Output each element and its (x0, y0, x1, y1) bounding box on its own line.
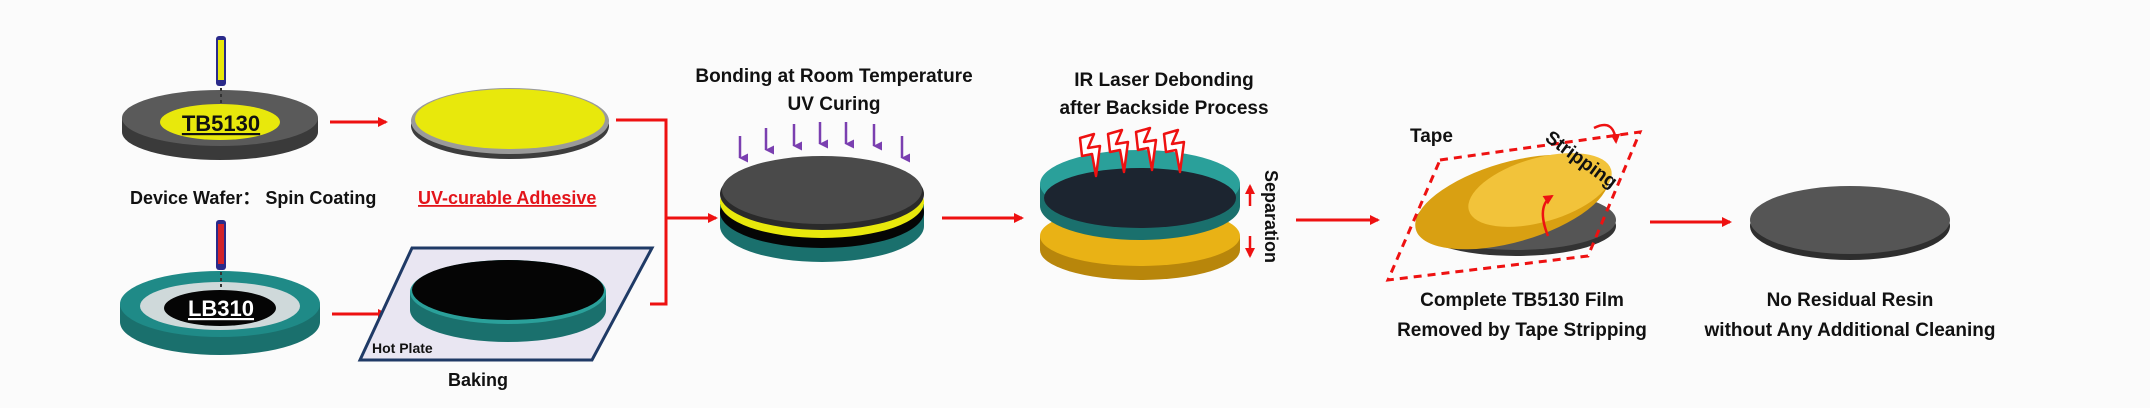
tape-outline (1385, 130, 1643, 282)
uv-adhesive-caption: UV-curable Adhesive (418, 188, 596, 208)
bonded-wafer-stack (720, 156, 924, 262)
debonding-wafer-stack (1040, 150, 1240, 280)
clean-caption-line1: No Residual Resin (1767, 290, 1934, 311)
merge-line-top (616, 118, 668, 218)
clean-device-wafer (1750, 186, 1950, 260)
laser-title-line2: after Backside Process (1059, 98, 1268, 119)
tape-stripping-wafer (1385, 123, 1643, 282)
bonding-title-line2: UV Curing (788, 94, 881, 115)
hot-plate-label: Hot Plate (372, 340, 433, 356)
coated-device-wafer (411, 88, 609, 159)
bonding-title-line1: Bonding at Room Temperature (695, 66, 972, 87)
lb310-label: LB310 (188, 296, 254, 321)
baking-label: Baking (448, 370, 508, 390)
carrier-wafer-coating: LB310 (120, 220, 320, 355)
hot-plate-baking: Hot Plate (357, 246, 655, 362)
laser-bolt-icons (1078, 126, 1186, 178)
merge-line-bottom (650, 218, 668, 306)
device-wafer-spin-coating: TB5130 (122, 36, 318, 160)
uv-light-arrows (738, 122, 910, 163)
tape-label: Tape (1410, 126, 1453, 147)
separation-label: Separation (1261, 170, 1281, 263)
tb5130-label: TB5130 (182, 111, 260, 136)
film-caption-line2: Removed by Tape Stripping (1397, 320, 1647, 341)
device-wafer-caption: Device Wafer： Spin Coating (130, 188, 376, 208)
clean-caption-line2: without Any Additional Cleaning (1704, 320, 1996, 341)
laser-title-line1: IR Laser Debonding (1074, 70, 1253, 91)
film-caption-line1: Complete TB5130 Film (1420, 290, 1624, 311)
